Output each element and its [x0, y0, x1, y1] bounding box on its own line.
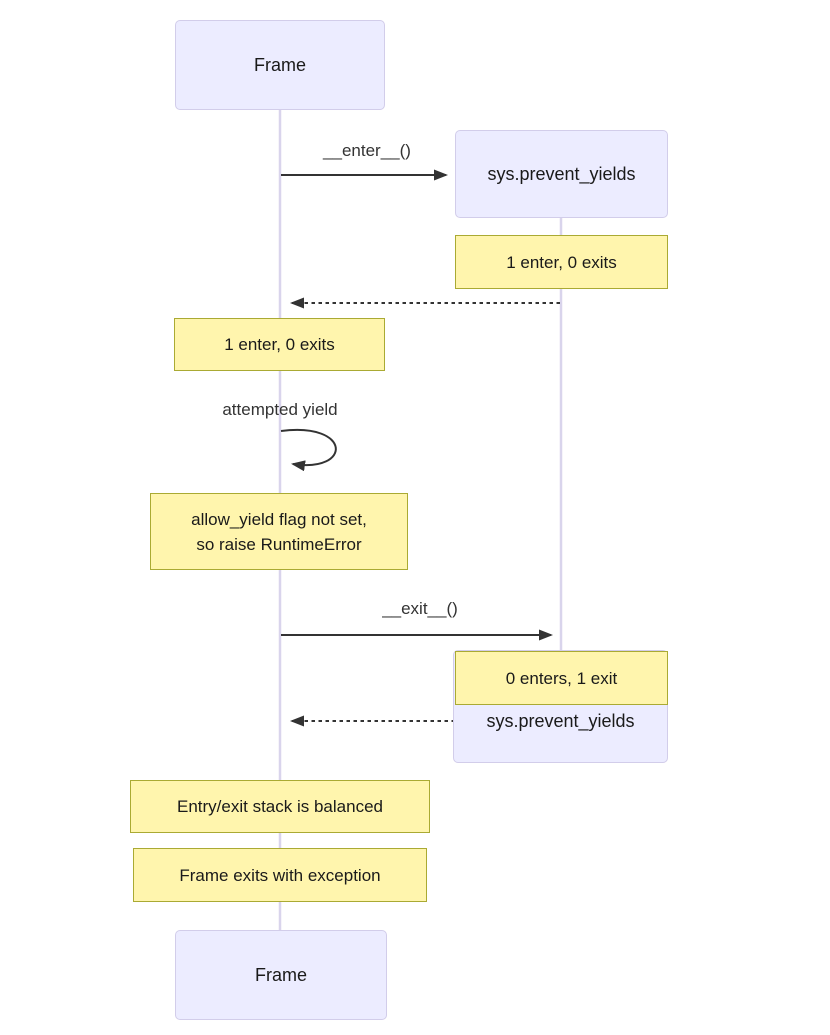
arrow-self-yield — [280, 428, 337, 472]
note-stack-balanced: Entry/exit stack is balanced — [130, 780, 430, 833]
message-label-attempted-yield: attempted yield — [222, 400, 338, 419]
actor-label: sys.prevent_yields — [487, 163, 636, 184]
message-label-enter: __enter__() — [323, 141, 411, 160]
actor-label: Frame — [253, 54, 306, 75]
note-sys-exit-count: 0 enters, 1 exit — [455, 651, 668, 705]
actor-frame-bottom: Frame — [175, 930, 387, 1020]
note-frame-exits-exception: Frame exits with exception — [133, 848, 427, 902]
actor-sys-prevent-yields-top: sys.prevent_yields — [455, 130, 668, 218]
message-label-exit: __exit__() — [382, 599, 458, 618]
note-sys-enter-count: 1 enter, 0 exits — [455, 235, 668, 289]
actor-frame-top: Frame — [175, 20, 385, 110]
actor-label: sys.prevent_yields — [486, 711, 635, 731]
actor-label: Frame — [254, 964, 307, 985]
note-allow-yield-runtime-error: allow_yield flag not set, so raise Runti… — [150, 493, 408, 570]
note-frame-enter-count: 1 enter, 0 exits — [174, 318, 385, 371]
